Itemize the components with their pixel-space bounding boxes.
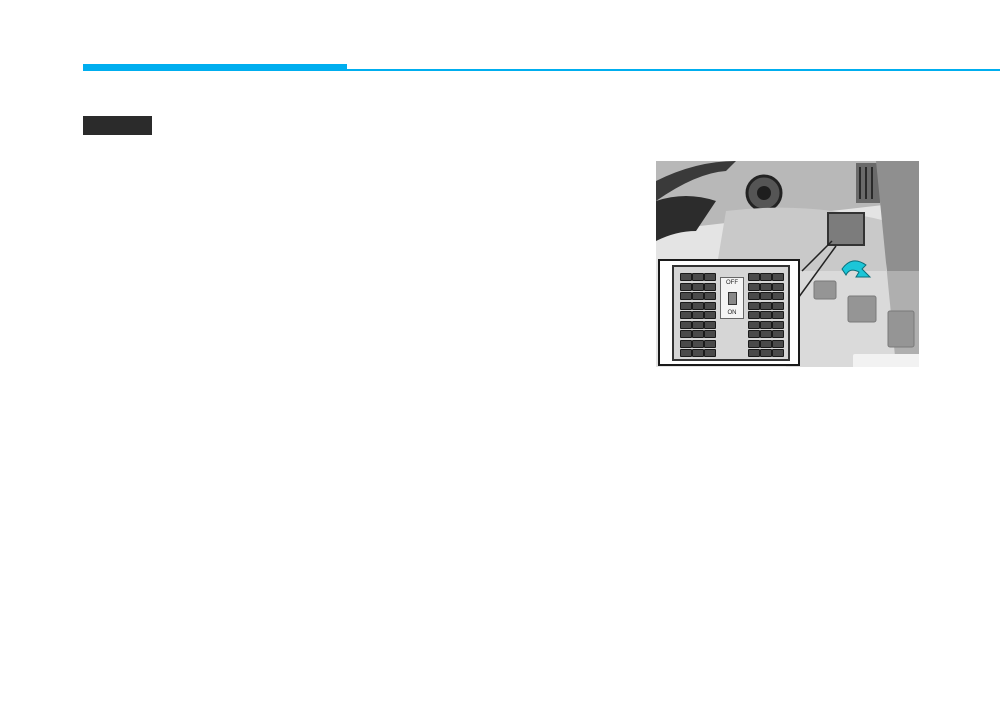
fuse-icon (748, 292, 760, 300)
fuse-icon (748, 311, 760, 319)
fuse-icon (760, 273, 772, 281)
fuse-icon (680, 301, 692, 310)
fuse-panel-inset: OFF ON (658, 259, 800, 366)
fuse-icon (680, 273, 692, 281)
fuse-icon (772, 292, 784, 300)
ignition-keyhole (757, 186, 771, 200)
dashboard-upper (656, 161, 919, 231)
fuse-icon (748, 273, 760, 281)
fuse-icon (680, 320, 692, 329)
fuse-icon (772, 320, 784, 329)
fuse-icon (772, 311, 784, 319)
fuse-icon (692, 292, 704, 300)
fuse-icon (772, 301, 784, 310)
fuse-icon (692, 273, 704, 281)
fuse-icon (748, 282, 760, 291)
fuse-icon (692, 311, 704, 319)
fuse-icon (760, 301, 772, 310)
fuse-icon (760, 349, 772, 357)
steering-wheel-icon (656, 161, 736, 201)
fuse-icon (704, 292, 716, 300)
floor (786, 271, 919, 367)
fuse-icon (692, 349, 704, 357)
fuse-icon (692, 301, 704, 310)
fuse-switch-off-label: OFF (726, 280, 738, 286)
fuse-icon (760, 330, 772, 338)
steering-column-icon (656, 196, 716, 241)
callout-line (801, 240, 833, 272)
fuse-switch: OFF ON (720, 277, 744, 319)
fuse-icon (680, 311, 692, 319)
fuse-cover-icon (827, 212, 865, 246)
fuse-icon (748, 301, 760, 310)
fuse-icon (748, 339, 760, 348)
header-accent-bar (83, 64, 347, 71)
fuse-icon (704, 330, 716, 338)
fuse-icon (704, 282, 716, 291)
fuse-icon (680, 292, 692, 300)
fuse-icon (692, 339, 704, 348)
fuse-panel-location-figure: OFF ON (656, 161, 919, 367)
fuse-icon (772, 330, 784, 338)
fuse-icon (772, 339, 784, 348)
figure-code (853, 354, 919, 367)
fuse-icon (704, 301, 716, 310)
fuse-panel-icon: OFF ON (672, 265, 790, 361)
fuse-icon (680, 339, 692, 348)
fuse-icon (704, 311, 716, 319)
fuse-icon (680, 349, 692, 357)
fuse-icon (748, 349, 760, 357)
section-label (83, 116, 152, 135)
fuse-icon (760, 320, 772, 329)
fuse-icon (772, 273, 784, 281)
callout-line (795, 245, 837, 302)
fuse-icon (748, 330, 760, 338)
fuse-icon (692, 282, 704, 291)
arrow-icon (841, 260, 872, 278)
fuse-switch-on-label: ON (727, 310, 737, 316)
fuse-icon (704, 339, 716, 348)
fuse-icon (692, 330, 704, 338)
header-rule (347, 69, 1000, 71)
fuse-icon (692, 320, 704, 329)
fuse-icon (772, 282, 784, 291)
fuse-icon (680, 330, 692, 338)
fuse-icon (760, 311, 772, 319)
fuse-switch-knob (728, 292, 737, 305)
fuse-icon (704, 273, 716, 281)
fuse-icon (704, 320, 716, 329)
fuse-icon (704, 349, 716, 357)
fuse-icon (760, 292, 772, 300)
fuse-icon (748, 320, 760, 329)
fuse-icon (760, 339, 772, 348)
fuse-icon (680, 282, 692, 291)
fuse-icon (760, 282, 772, 291)
fuse-icon (772, 349, 784, 357)
